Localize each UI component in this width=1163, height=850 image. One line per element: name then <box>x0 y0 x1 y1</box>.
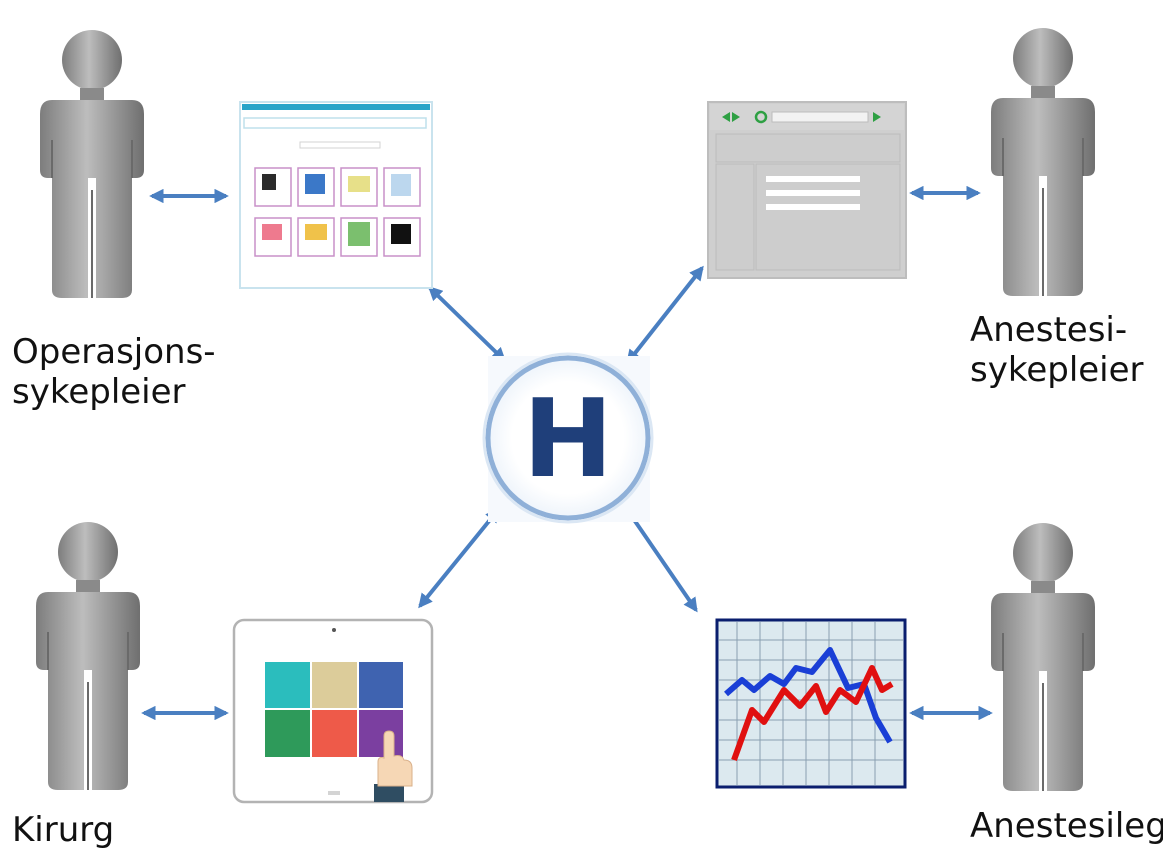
role-label-anestesilege: Anestesilege <box>970 806 1163 846</box>
line-chart-icon <box>715 618 907 789</box>
role-label-line: Anestesilege <box>970 806 1163 846</box>
role-label-line: sykepleier <box>970 350 1144 390</box>
person-silhouette-icon <box>39 29 145 299</box>
arrow-app-to-hub <box>427 285 507 363</box>
role-label-anestesisykepleier: Anestesi- sykepleier <box>970 310 1144 390</box>
role-label-line: Anestesi- <box>970 310 1128 350</box>
hand-pointer-icon <box>374 730 413 802</box>
role-label-line: Operasjons- <box>12 332 216 372</box>
person-silhouette-icon <box>990 522 1096 792</box>
app-grid-window-icon <box>239 101 433 289</box>
tablet-touch-icon <box>232 618 434 804</box>
role-label-kirurg: Kirurg <box>12 810 114 850</box>
arrow-hub-to-tablet <box>418 507 500 609</box>
person-silhouette-icon <box>35 521 141 791</box>
role-label-line: sykepleier <box>12 372 186 412</box>
role-label-operasjonssykepleier: Operasjons- sykepleier <box>12 332 216 412</box>
arrow-hub-to-chart <box>624 505 698 613</box>
person-silhouette-icon <box>990 27 1096 297</box>
hub-letter: H <box>523 377 613 502</box>
arrow-browser-to-hub <box>626 265 704 365</box>
hub-icon: H <box>482 352 654 524</box>
role-label-line: Kirurg <box>12 810 115 850</box>
browser-window-icon <box>707 101 907 279</box>
